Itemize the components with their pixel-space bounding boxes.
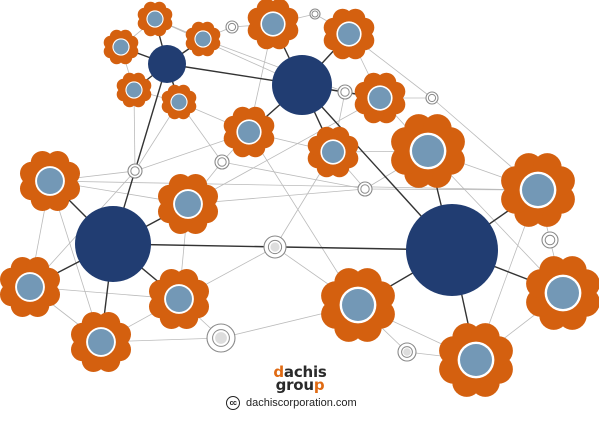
logo-line-1: dachis	[240, 363, 360, 381]
ring-middle	[340, 87, 350, 97]
flower-node	[439, 323, 513, 397]
flower-center	[322, 141, 344, 163]
flower-node	[0, 257, 60, 317]
flower-center	[147, 11, 163, 27]
flower-node	[323, 8, 375, 60]
ring-middle	[217, 157, 227, 167]
flower-center	[195, 31, 211, 47]
ring-middle	[427, 93, 437, 103]
flower-node	[158, 174, 218, 234]
flower-node	[321, 268, 395, 342]
flower-center	[113, 39, 129, 55]
flower-node	[149, 269, 209, 329]
flower-center	[37, 168, 63, 194]
ring-middle	[311, 10, 319, 18]
logo-word-grou: grou	[275, 376, 315, 394]
dachis-group-logo: dachis group	[240, 363, 360, 394]
flower-node	[116, 72, 152, 108]
flower-center	[547, 277, 579, 309]
logo-line-2: group	[240, 376, 360, 394]
flower-center	[17, 274, 43, 300]
flower-center	[460, 344, 492, 376]
flower-center	[342, 289, 374, 321]
link-line	[187, 97, 381, 205]
hub-node	[406, 204, 498, 296]
flower-node	[71, 312, 131, 372]
creative-commons-icon: cc	[226, 396, 240, 410]
ring-core	[270, 242, 280, 252]
flower-center	[175, 191, 201, 217]
link-line	[221, 161, 366, 190]
ring-node	[225, 20, 239, 34]
logo-accent-p: p	[313, 376, 325, 394]
ring-node	[127, 163, 143, 179]
flower-node	[223, 106, 275, 158]
credit-line: cc dachiscorporation.com	[226, 394, 357, 412]
ring-node	[541, 231, 559, 249]
hub-node	[75, 206, 151, 282]
flower-center	[126, 82, 142, 98]
website-link[interactable]: dachiscorporation.com	[246, 397, 357, 409]
flower-node	[103, 29, 139, 65]
flower-node	[526, 256, 599, 330]
ring-middle	[544, 234, 556, 246]
flower-center	[88, 329, 114, 355]
flower-node	[501, 153, 575, 227]
flower-node	[20, 151, 80, 211]
flower-node	[247, 0, 299, 50]
ring-node	[337, 84, 353, 100]
ring-node	[309, 8, 321, 20]
flower-node	[307, 126, 359, 178]
ring-core	[403, 348, 411, 356]
flower-center	[522, 174, 554, 206]
ring-node	[397, 342, 417, 362]
flower-center	[412, 135, 444, 167]
ring-node	[206, 323, 236, 353]
logo-accent-d: d	[273, 363, 284, 381]
hub-node	[272, 55, 332, 115]
flower-center	[262, 13, 284, 35]
ring-middle	[227, 22, 237, 32]
ring-node	[357, 181, 373, 197]
ring-core	[215, 332, 227, 344]
flower-center	[369, 87, 391, 109]
flower-node	[185, 21, 221, 57]
flower-center	[338, 23, 360, 45]
hub-node	[148, 45, 186, 83]
nodes	[0, 0, 599, 397]
flower-node	[354, 72, 406, 124]
flower-center	[166, 286, 192, 312]
flower-node	[137, 1, 173, 37]
ring-node	[214, 154, 230, 170]
flower-node	[391, 114, 465, 188]
ring-middle	[360, 184, 370, 194]
flower-center	[171, 94, 187, 110]
ring-node	[425, 91, 439, 105]
flower-node	[161, 84, 197, 120]
link-line	[187, 188, 366, 205]
flower-center	[238, 121, 260, 143]
link-line	[49, 180, 539, 191]
ring-node	[263, 235, 287, 259]
logo-word-achis: achis	[283, 363, 327, 381]
ring-middle	[130, 166, 140, 176]
